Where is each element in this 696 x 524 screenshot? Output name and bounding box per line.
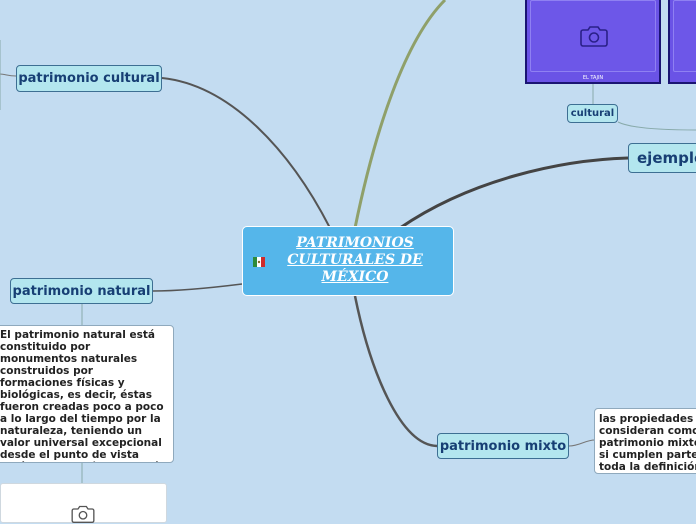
- link-central-to-mixto: [353, 295, 438, 448]
- mexico-flag-icon: [253, 257, 265, 267]
- image-frame: [530, 0, 656, 72]
- camera-icon: [580, 26, 608, 47]
- image-placeholder-natural[interactable]: [0, 483, 167, 523]
- node-patrimonio-mixto[interactable]: patrimonio mixto: [437, 433, 569, 459]
- central-title: PATRIMONIOS CULTURALES DE MÉXICO: [287, 235, 423, 285]
- node-patrimonio-natural[interactable]: patrimonio natural: [10, 278, 153, 304]
- link-central-to-top: [353, 0, 447, 229]
- node-ejemplos[interactable]: ejemplos: [628, 143, 696, 173]
- link-central-to-ejemplos: [399, 156, 629, 230]
- description-natural[interactable]: El patrimonio natural está constituido p…: [0, 325, 174, 463]
- node-patrimonio-cultural[interactable]: patrimonio cultural: [16, 65, 162, 92]
- link-cultural-left: [0, 73, 17, 77]
- link-cultural-to-right: [617, 121, 696, 131]
- description-mixto[interactable]: las propiedades se consideran como patri…: [594, 408, 696, 474]
- image-el-tajin[interactable]: EL TAJIN: [525, 0, 661, 84]
- link-mixto-to-desc: [568, 439, 596, 447]
- node-cultural[interactable]: cultural: [567, 104, 618, 123]
- image-frame: [673, 0, 696, 72]
- link-central-to-natural: [152, 283, 243, 292]
- image-right-partial[interactable]: [668, 0, 696, 84]
- central-topic[interactable]: PATRIMONIOS CULTURALES DE MÉXICO: [242, 226, 454, 296]
- camera-icon: [71, 505, 95, 523]
- image-caption: EL TAJIN: [582, 75, 604, 81]
- link-central-to-cultural: [161, 77, 331, 229]
